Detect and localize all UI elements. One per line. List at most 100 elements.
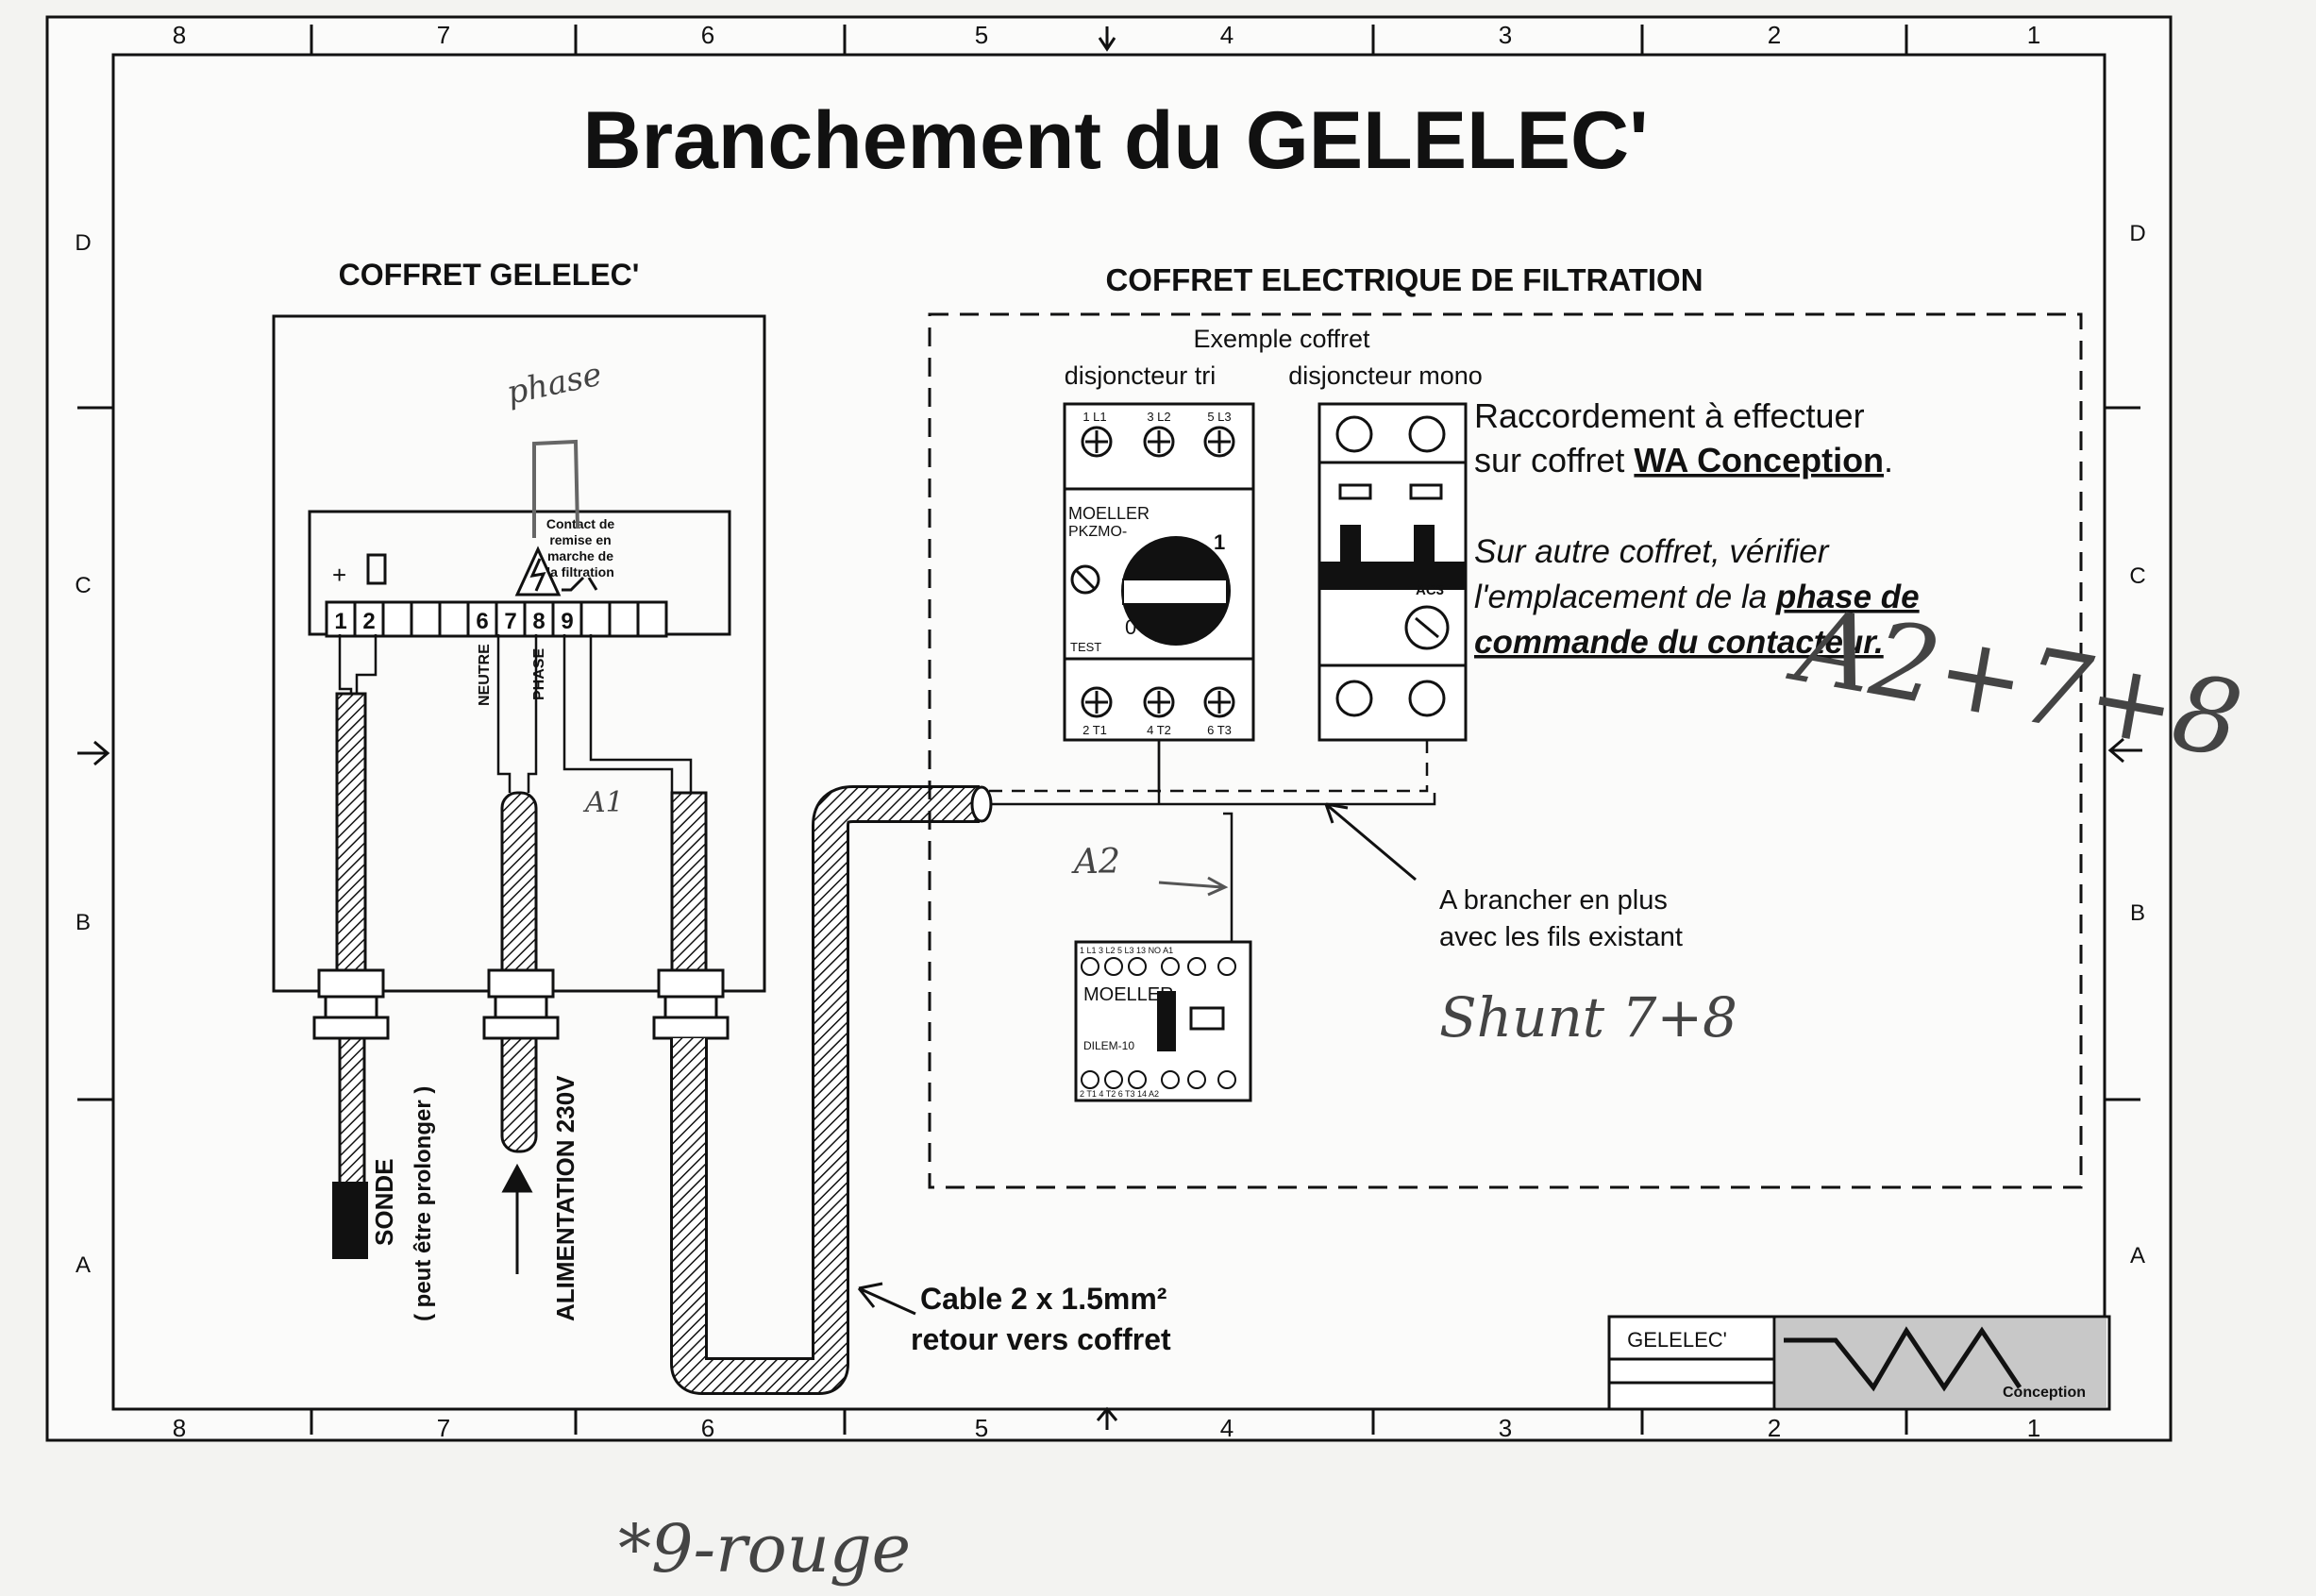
branch-arrow: [1324, 802, 1417, 882]
svg-text:1: 1: [1214, 530, 1225, 554]
contact-note-2: remise en: [549, 532, 611, 547]
row-label-left_rows-1: C: [75, 573, 91, 598]
svg-text:TEST: TEST: [1070, 640, 1101, 654]
mono-breaker: AC3: [1317, 402, 1468, 742]
logo-text: Conception: [2003, 1385, 2086, 1401]
top-cols-0: 8: [173, 21, 186, 49]
ac3-label: AC3: [1416, 582, 1444, 598]
terminal-cell: [495, 600, 527, 638]
svg-text:1 L1 3 L2 5 L3 13 NO A1: 1 L1 3 L2 5 L3 13 NO A1: [1080, 946, 1173, 955]
bot-cols-3: 5: [975, 1414, 988, 1442]
bot-cols-4: 4: [1220, 1414, 1234, 1442]
row-label-right_rows-1: C: [2129, 563, 2145, 589]
terminal-cell: [608, 600, 640, 638]
title-block-name: GELELEC': [1627, 1328, 1727, 1352]
wa-logo: [1784, 1326, 2022, 1392]
contact-note-1: Contact de: [546, 516, 615, 531]
terminal-number: 7: [504, 609, 516, 634]
terminal-cell: [579, 600, 612, 638]
top-cols-6: 2: [1768, 21, 1781, 49]
terminal-number: 1: [334, 609, 346, 634]
italic-line-1: Sur autre coffret, vérifier: [1474, 533, 1830, 570]
terminal-number: 9: [561, 609, 573, 634]
terminal-number: 8: [532, 609, 545, 634]
coffret-filtration: COFFRET ELECTRIQUE DE FILTRATION Exemple…: [928, 262, 2083, 1189]
svg-text:2 T1 4 T2 6 T3 14 A2: 2 T1 4 T2 6 T3 14 A2: [1080, 1089, 1159, 1099]
hw-shunt: Shunt 7+8: [1439, 985, 1737, 1050]
terminal-cell: [438, 600, 470, 638]
branch-note-1: A brancher en plus: [1439, 885, 1668, 916]
tri-model: PKZMO-: [1068, 524, 1127, 540]
terminal-number: 2: [362, 609, 375, 634]
bot-cols-7: 1: [2027, 1414, 2040, 1442]
sonde-probe: [332, 1182, 368, 1259]
italic-line-2: l'emplacement de la phase de: [1474, 579, 1920, 615]
right-box-heading: COFFRET ELECTRIQUE DE FILTRATION: [1105, 262, 1703, 297]
contactor-brand: MOELLER: [1083, 984, 1174, 1005]
terminal-number: 6: [476, 609, 488, 634]
example-mono: disjoncteur mono: [1288, 361, 1483, 390]
left-box-heading: COFFRET GELELEC': [339, 258, 640, 292]
terminal-cell: [466, 600, 498, 638]
sensor-symbol: [366, 553, 387, 585]
row-label-left_rows-3: A: [76, 1252, 91, 1278]
note-line-2: sur coffret WA Conception.: [1474, 441, 1893, 479]
sonde-cable: [335, 692, 367, 979]
note-line-1: Raccordement à effectuer: [1474, 396, 1865, 435]
cable-label-1: Cable 2 x 1.5mm²: [920, 1282, 1166, 1316]
branch-note-2: avec les fils existant: [1439, 922, 1683, 952]
svg-text:3 L2: 3 L2: [1147, 410, 1170, 424]
contactor: 1 L1 3 L2 5 L3 13 NO A1 MOELLER DILEM-10…: [1074, 940, 1252, 1102]
row-label-right_rows-2: B: [2130, 900, 2145, 926]
row-label-left_rows-2: B: [76, 910, 91, 935]
cable-label-2: retour vers coffret: [911, 1322, 1171, 1356]
terminal-cell: [325, 600, 357, 638]
hw-a2: A2: [1071, 843, 1120, 882]
switch-icon: [562, 576, 598, 592]
neutre-label: NEUTRE: [477, 644, 493, 706]
svg-text:2 T1: 2 T1: [1082, 723, 1107, 737]
svg-text:5 L3: 5 L3: [1207, 410, 1231, 424]
alimentation-label: ALIMENTATION 230V: [551, 1075, 579, 1321]
hw-footer: *9-rouge: [618, 1510, 911, 1588]
sonde-label: SONDE: [370, 1159, 398, 1246]
svg-text:1 L1: 1 L1: [1082, 410, 1106, 424]
top-cols-7: 1: [2027, 21, 2040, 49]
bot-cols-2: 6: [701, 1414, 714, 1442]
plus-symbol: +: [332, 561, 346, 589]
svg-text:6 T3: 6 T3: [1207, 723, 1232, 737]
italic-line-3: commande du contacteur.: [1474, 624, 1884, 661]
top-cols-5: 3: [1499, 21, 1512, 49]
terminal-cell: [353, 600, 385, 638]
row-label-right_rows-3: A: [2130, 1243, 2145, 1268]
bot-cols-6: 2: [1768, 1414, 1781, 1442]
return-cable-start: [670, 791, 708, 983]
terminal-cell: [551, 600, 583, 638]
top-cols-2: 6: [701, 21, 714, 49]
example-line: Exemple coffret: [1193, 325, 1370, 353]
phase-label: PHASE: [531, 648, 547, 700]
top-cols-1: 7: [437, 21, 450, 49]
top-cols-3: 5: [975, 21, 988, 49]
title-block: GELELEC' Conception: [1607, 1315, 2111, 1411]
contact-note-3: marche de: [547, 548, 613, 563]
contact-note-4: la filtration: [546, 564, 614, 580]
page-title: Branchement du GELELEC': [582, 95, 1648, 186]
power-in-arrow: [501, 1163, 533, 1274]
bot-cols-1: 7: [437, 1414, 450, 1442]
svg-text:0: 0: [1125, 615, 1136, 639]
cable-arrow: [857, 1282, 916, 1316]
row-label-right_rows-0: D: [2129, 221, 2145, 246]
warning-icon: [514, 546, 562, 596]
tri-breaker: 1 L1 3 L2 5 L3 MOELLER PKZMO- TEST 1: [1063, 402, 1255, 742]
terminal-cell: [410, 600, 442, 638]
hw-a1: A1: [582, 786, 624, 819]
bot-cols-0: 8: [173, 1414, 186, 1442]
example-tri: disjoncteur tri: [1065, 361, 1217, 390]
